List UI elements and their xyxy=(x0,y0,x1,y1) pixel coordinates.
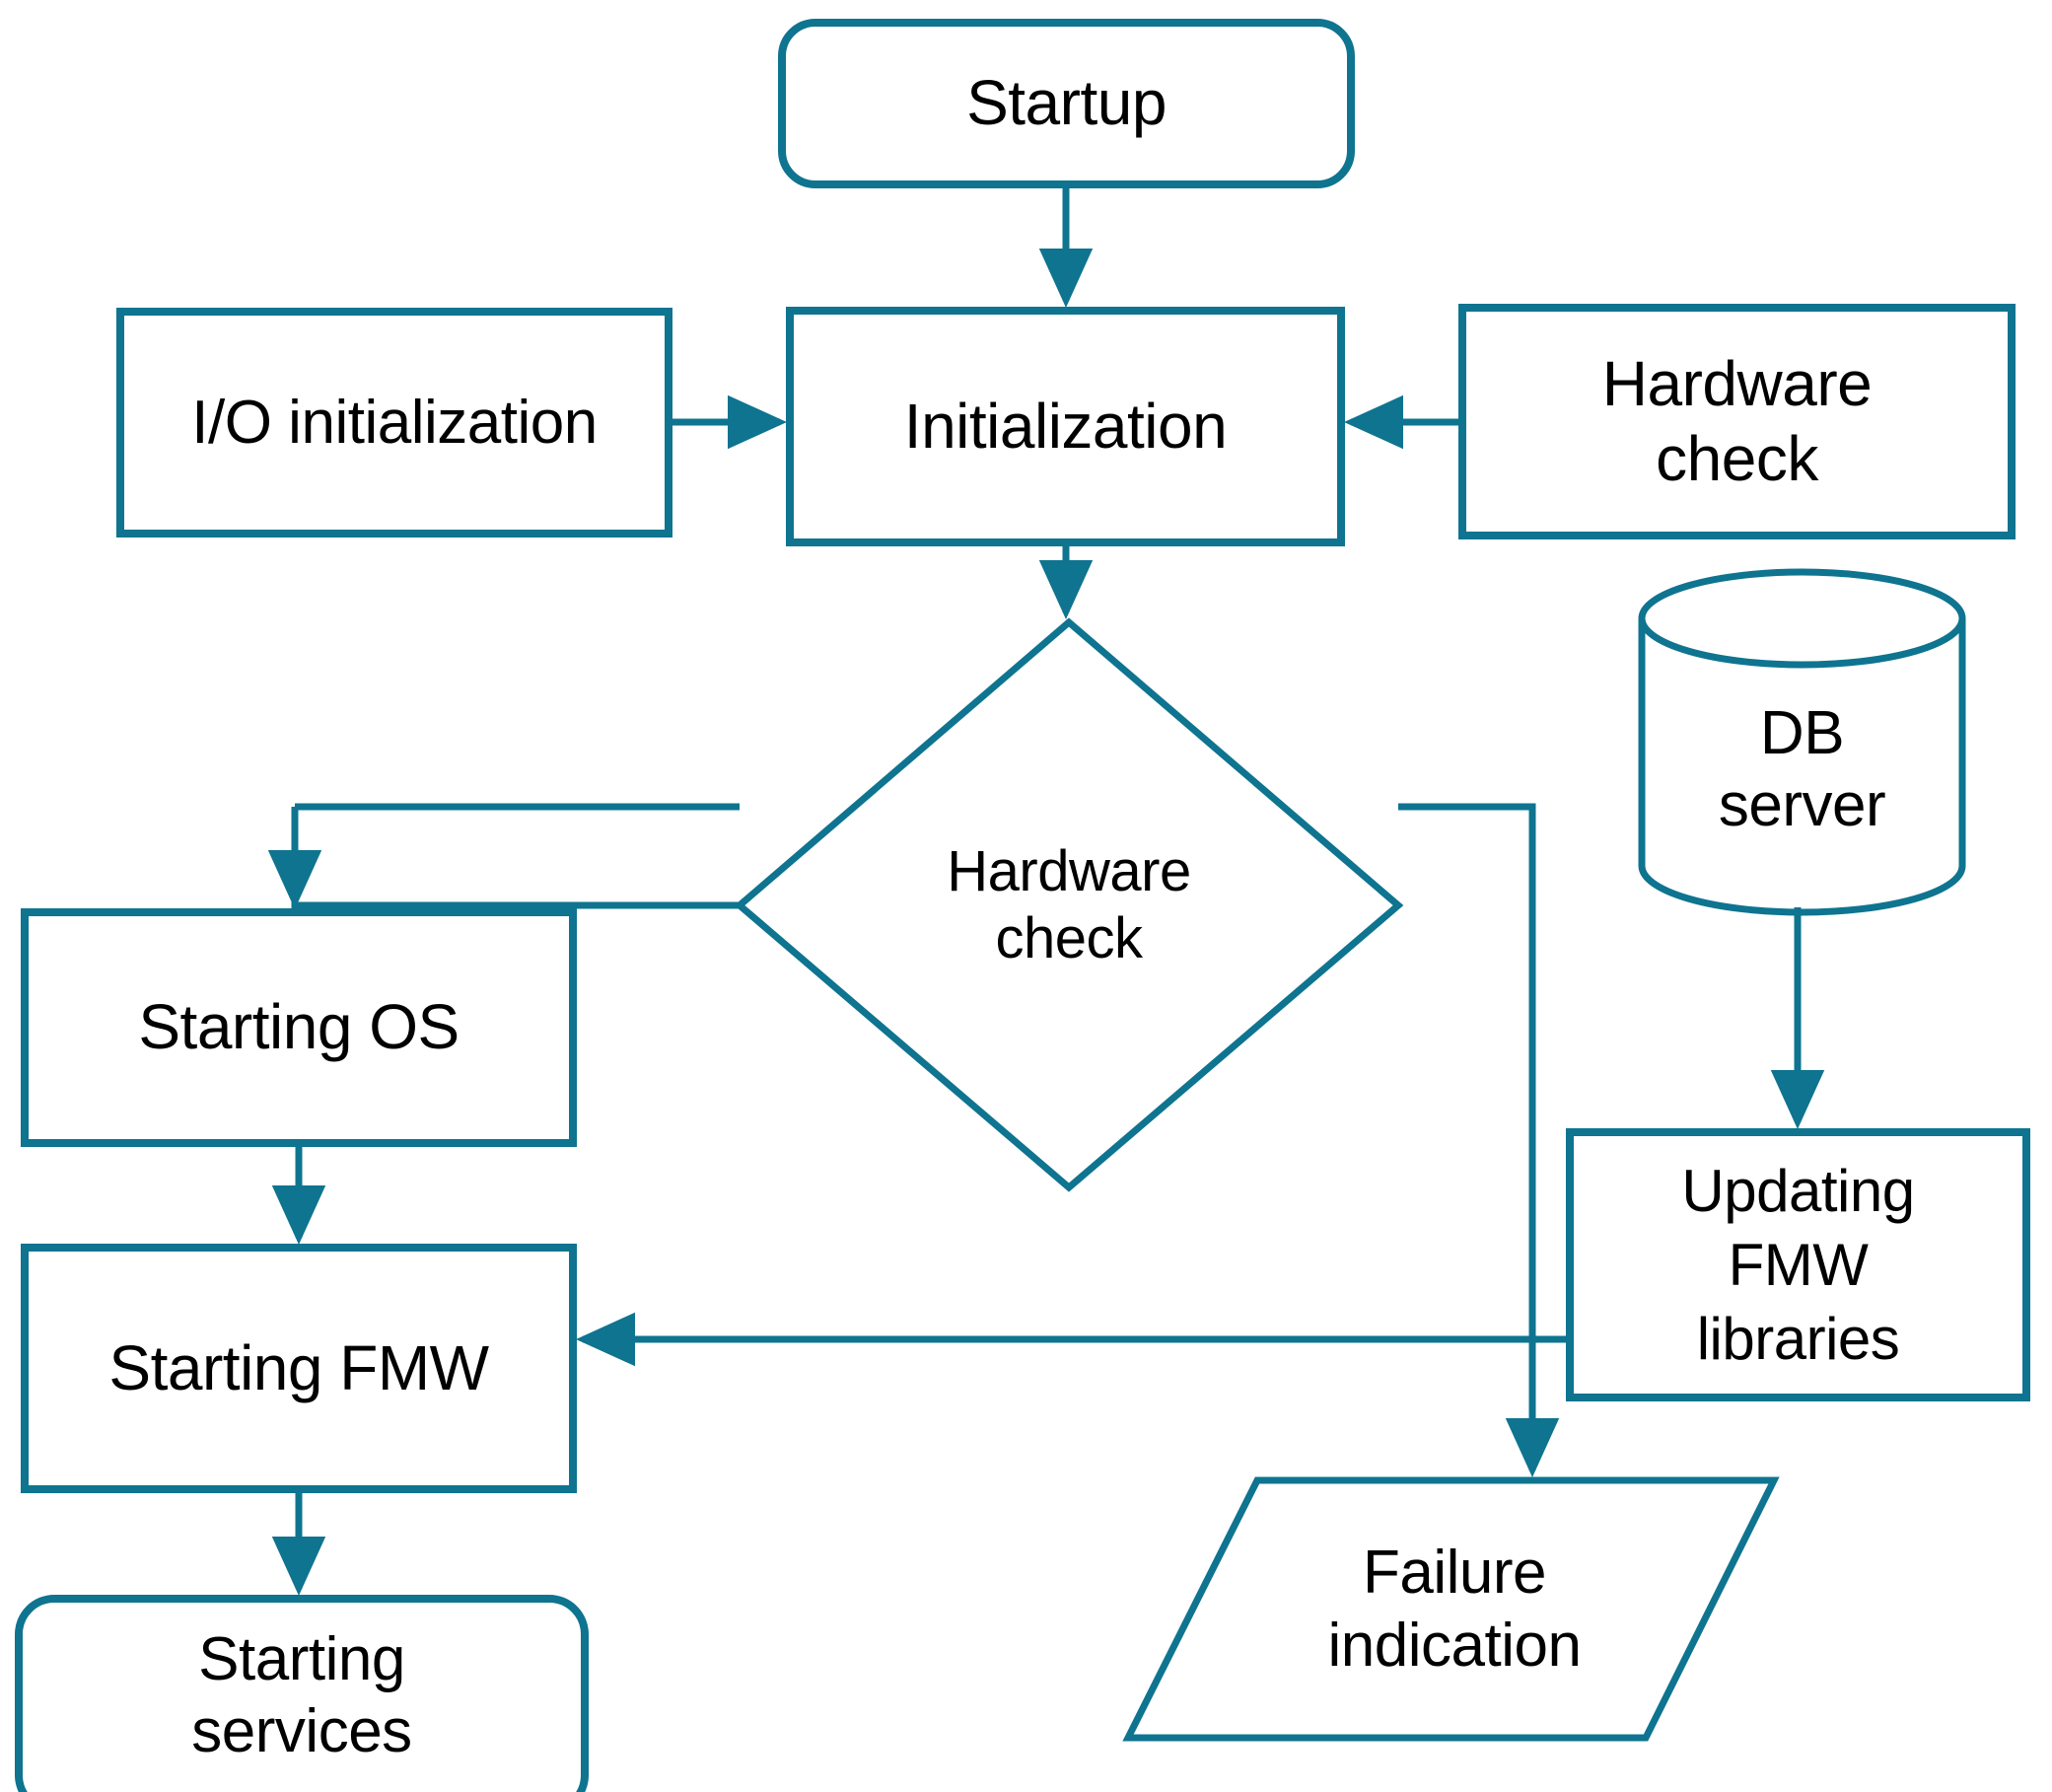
node-shape-updating-fmw-libraries[interactable] xyxy=(1566,1128,2030,1401)
node-shape-hardware-check-input[interactable] xyxy=(1458,304,2016,539)
node-shape-starting-services[interactable] xyxy=(15,1595,589,1792)
node-shape-startup[interactable] xyxy=(778,19,1355,188)
node-shape-initialization[interactable] xyxy=(786,307,1345,546)
node-shape-db-server-top xyxy=(1638,568,1966,669)
node-shape-db-server-body[interactable] xyxy=(1638,618,1966,916)
node-shape-hardware-check-decision[interactable] xyxy=(734,617,1404,1192)
node-shape-starting-os[interactable] xyxy=(21,908,577,1147)
edge-decision-to-failure-indication xyxy=(1398,803,1560,1478)
edge-decision-to-starting-os xyxy=(291,901,740,909)
node-shape-failure-indication[interactable] xyxy=(1122,1476,1780,1742)
node-shape-starting-fmw[interactable] xyxy=(21,1244,577,1493)
node-shape-io-initialization[interactable] xyxy=(116,308,672,538)
